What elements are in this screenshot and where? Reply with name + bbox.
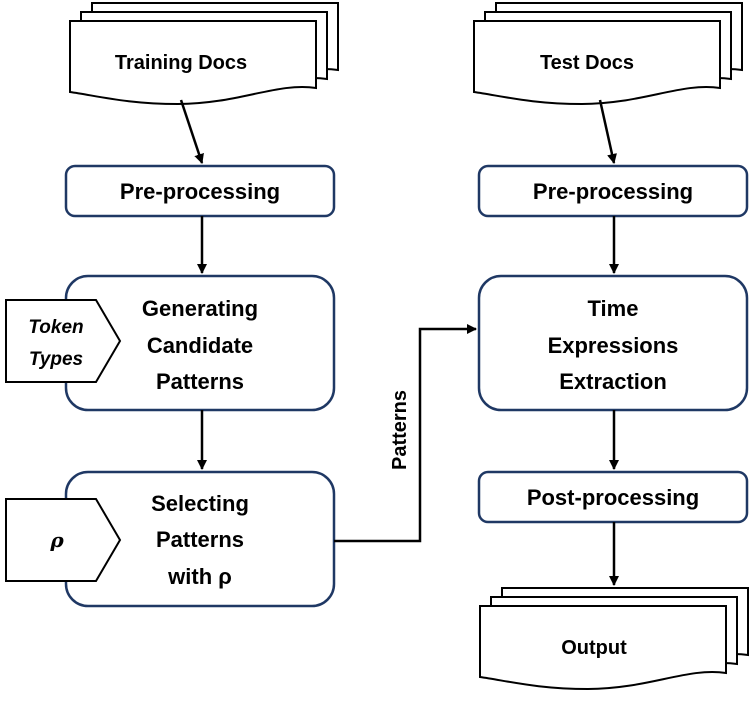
extraction-line-2: Expressions xyxy=(548,333,679,358)
post-processing-label: Post-processing xyxy=(527,485,699,510)
test-docs-stack: Test Docs xyxy=(473,2,743,106)
token-types-input: Token Types xyxy=(5,299,122,383)
left-preprocessing-label: Pre-processing xyxy=(120,179,280,204)
token-types-line-2: Types xyxy=(29,349,83,370)
time-expressions-extraction-box: Time Expressions Extraction xyxy=(477,274,749,412)
training-docs-label: Training Docs xyxy=(115,52,247,74)
selecting-line-1: Selecting xyxy=(151,491,249,516)
patterns-edge-label: Patterns xyxy=(389,390,411,470)
left-preprocessing-box: Pre-processing xyxy=(64,164,336,218)
right-preprocessing-box: Pre-processing xyxy=(477,164,749,218)
arrow-training-to-preprocessing xyxy=(179,99,204,164)
test-docs-label: Test Docs xyxy=(540,52,634,74)
rho-input: ρ xyxy=(5,498,122,582)
post-processing-box: Post-processing xyxy=(477,470,749,524)
selecting-line-3: with ρ xyxy=(167,564,232,589)
generating-line-1: Generating xyxy=(142,296,258,321)
generating-line-3: Patterns xyxy=(156,369,244,394)
arrow-patterns-to-extraction xyxy=(334,324,477,543)
extraction-line-3: Extraction xyxy=(559,369,667,394)
token-types-line-1: Token xyxy=(28,317,83,338)
rho-label: ρ xyxy=(49,528,64,552)
selecting-patterns-box: Selecting Patterns with ρ xyxy=(64,470,336,608)
right-preprocessing-label: Pre-processing xyxy=(533,179,693,204)
training-docs-stack: Training Docs xyxy=(69,2,339,106)
output-stack: Output xyxy=(479,587,749,691)
output-label: Output xyxy=(561,637,627,659)
extraction-line-1: Time xyxy=(588,296,639,321)
generating-line-2: Candidate xyxy=(147,333,253,358)
arrow-test-to-preprocessing xyxy=(598,99,617,164)
selecting-line-2: Patterns xyxy=(156,527,244,552)
generating-candidate-patterns-box: Generating Candidate Patterns xyxy=(64,274,336,412)
